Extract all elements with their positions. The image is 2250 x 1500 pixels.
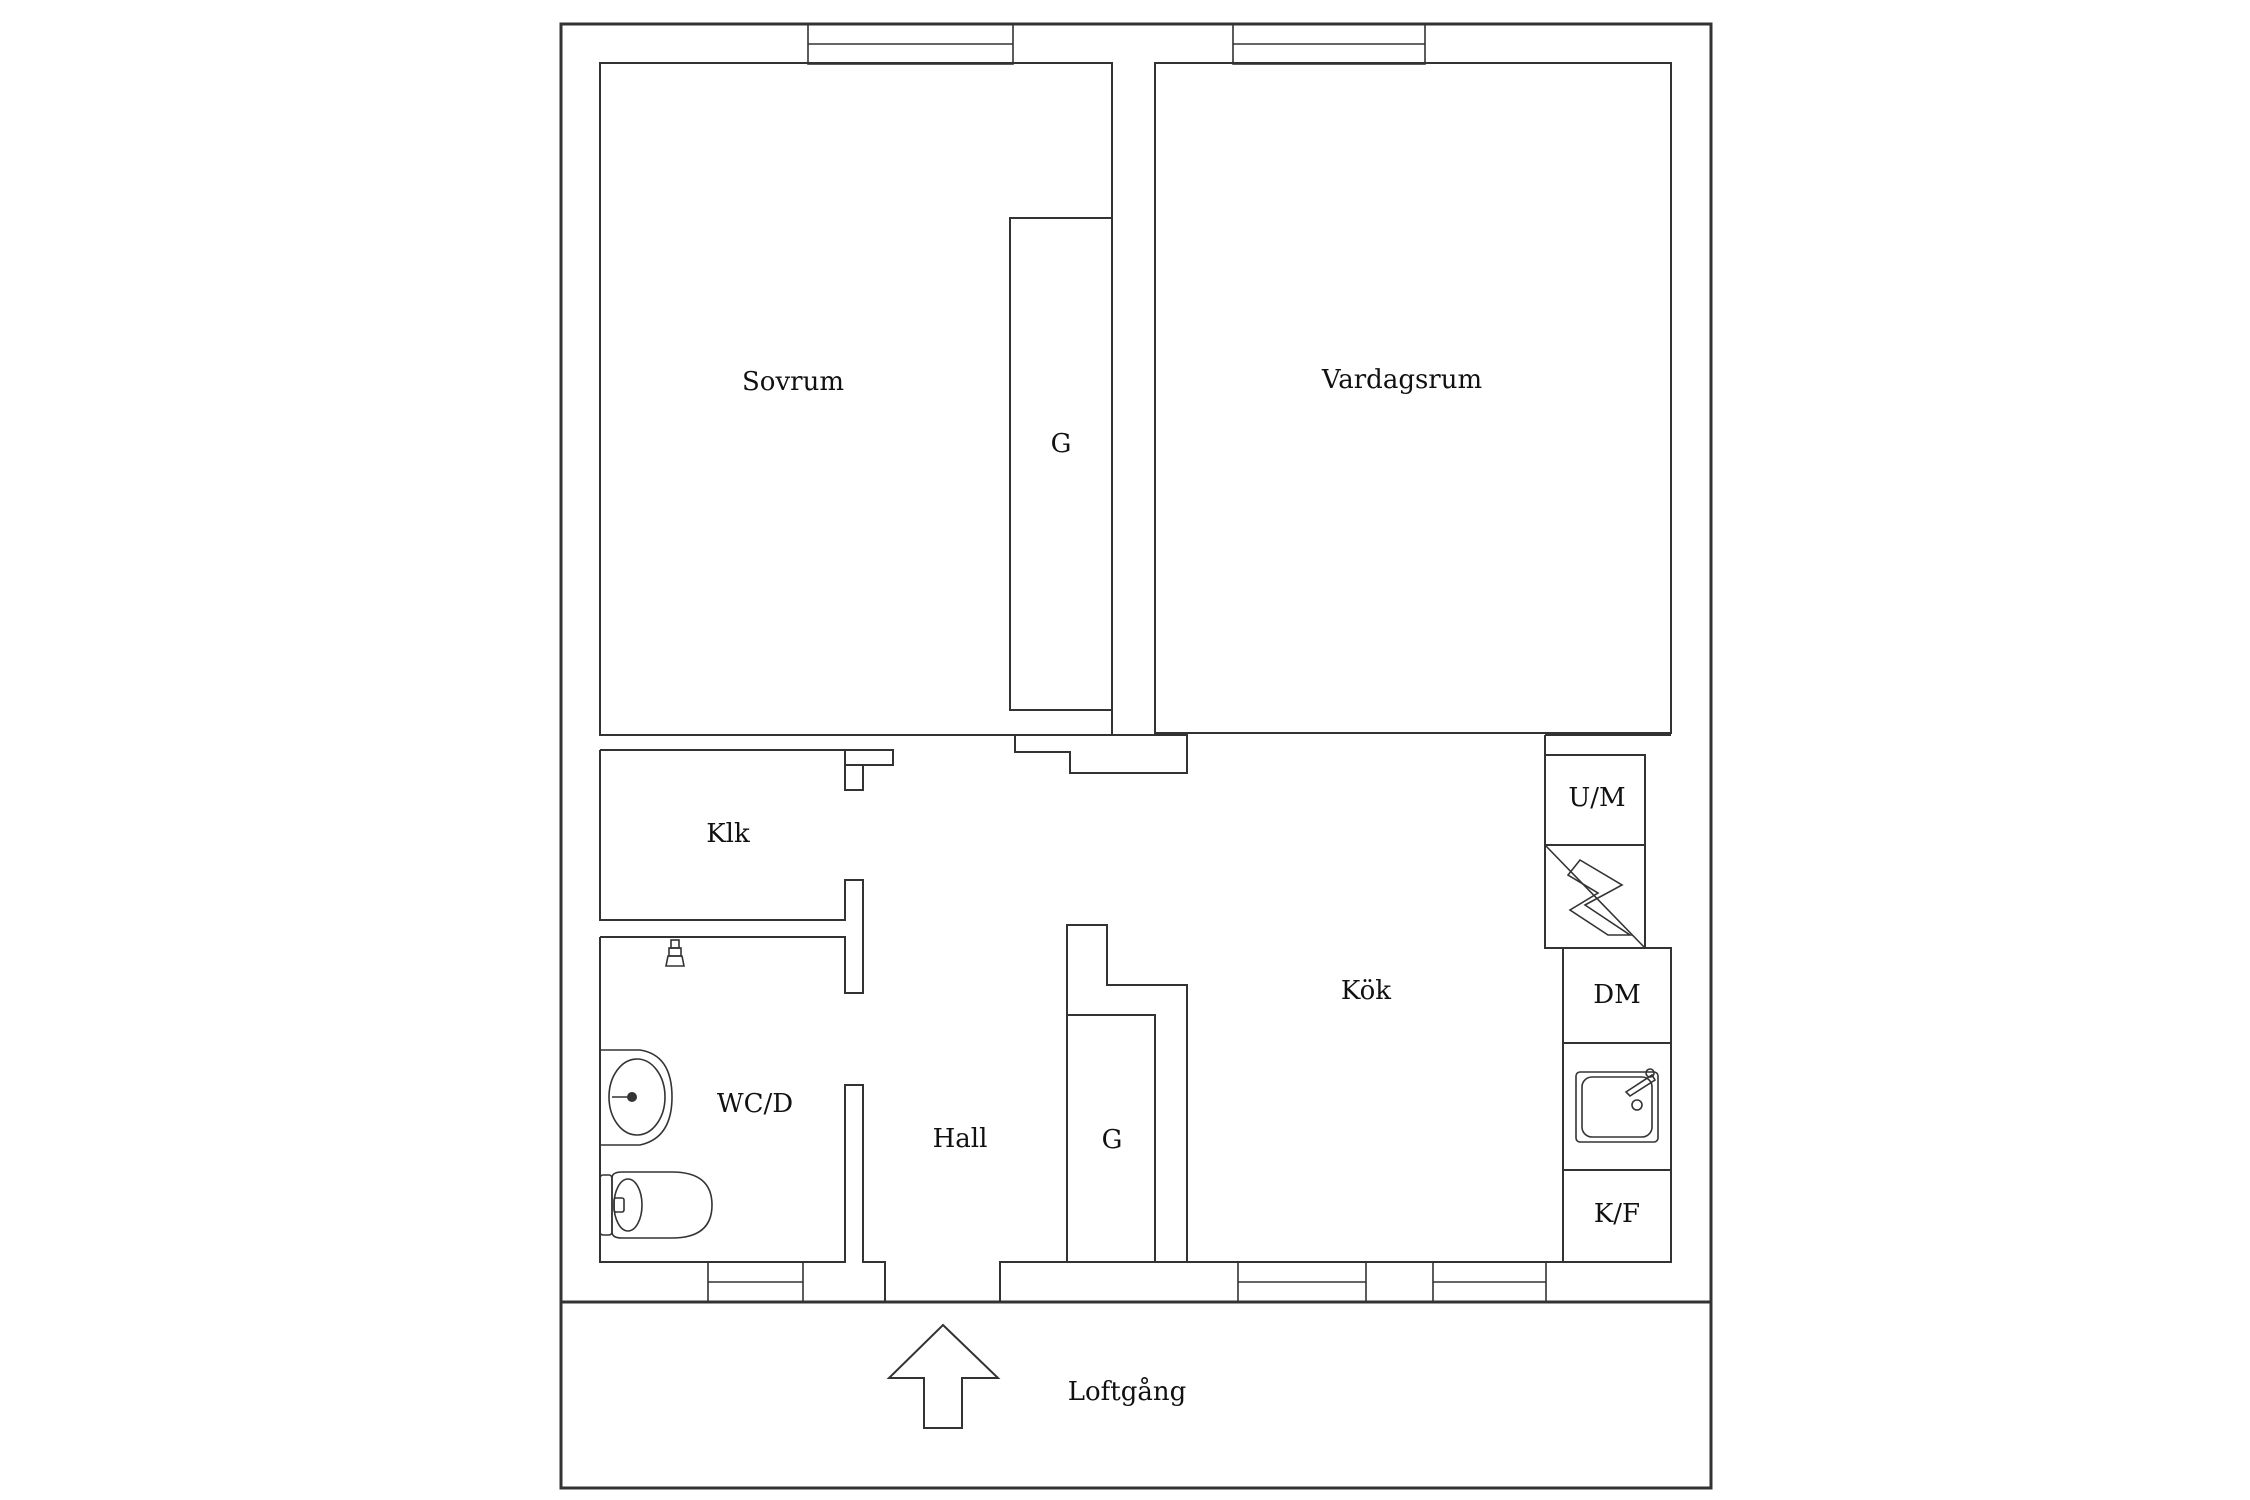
stove-icon	[1544, 844, 1646, 949]
klk-label: Klk	[706, 819, 750, 849]
window-living-room	[1232, 23, 1426, 65]
um-label: U/M	[1568, 783, 1625, 813]
washbasin-icon	[600, 1049, 673, 1146]
toilet-icon	[599, 1171, 713, 1239]
hall-wall-bottom	[999, 1261, 1187, 1302]
klk-door-post	[844, 749, 894, 766]
hall-label: Hall	[933, 1124, 988, 1154]
vardagsrum-room	[1154, 62, 1672, 734]
hall-wall-stub	[1014, 734, 1188, 774]
kf-label: K/F	[1594, 1199, 1640, 1229]
window-bathroom	[707, 1261, 804, 1303]
kf-appliance[interactable]	[1562, 1169, 1672, 1263]
loftgang-label: Loftgång	[1068, 1376, 1187, 1407]
klk-walls	[599, 750, 864, 994]
klk-door-post-2	[844, 764, 864, 791]
garderob-top	[1009, 217, 1113, 711]
garderob-bottom	[1066, 924, 1188, 1263]
sovrum-label: Sovrum	[742, 367, 844, 397]
dm-label: DM	[1593, 980, 1640, 1010]
sink-counter[interactable]	[1562, 1042, 1672, 1171]
shower-icon	[665, 939, 685, 967]
window-kitchen-left	[1237, 1261, 1367, 1303]
window-kitchen-right	[1432, 1261, 1547, 1303]
sink-icon	[1575, 1068, 1659, 1143]
sovrum-room	[599, 62, 1113, 736]
wcd-label: WC/D	[717, 1089, 793, 1119]
vardagsrum-label: Vardagsrum	[1321, 365, 1482, 395]
wcd-room	[599, 937, 886, 1302]
garderob-top-label: G	[1051, 429, 1072, 459]
up-arrow-icon	[886, 1323, 1001, 1429]
outer-wall	[559, 22, 1713, 1490]
window-bedroom	[807, 23, 1014, 65]
garderob-bottom-label: G	[1102, 1125, 1123, 1155]
kok-label: Kök	[1341, 976, 1391, 1006]
